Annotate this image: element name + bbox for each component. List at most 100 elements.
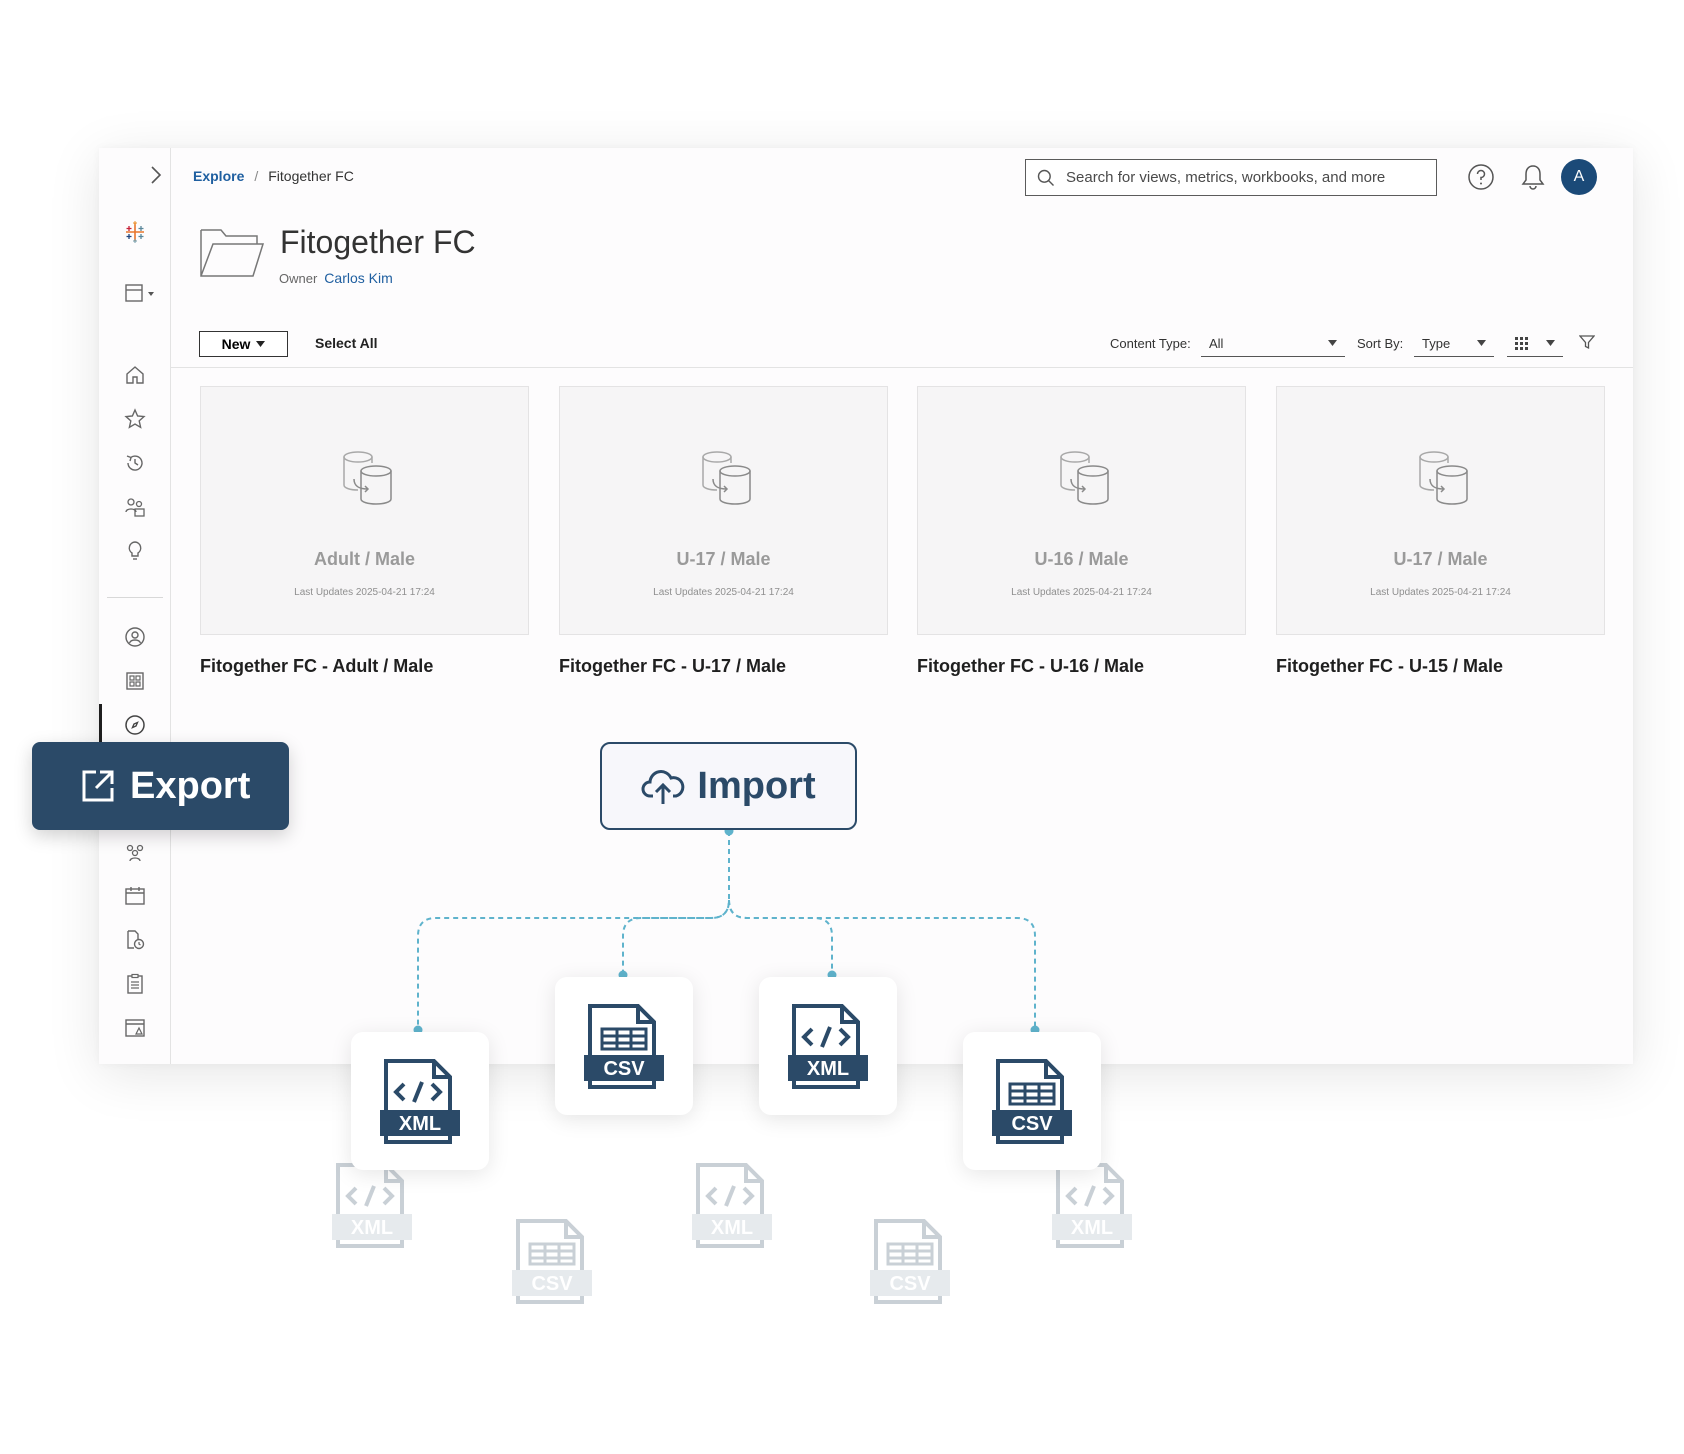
card-title[interactable]: Fitogether FC - U-16 / Male <box>917 656 1145 676</box>
export-button[interactable]: Export <box>32 742 289 830</box>
ghost-file-label: XML <box>1071 1217 1113 1239</box>
csv-file-icon: CSV <box>870 1219 950 1304</box>
explore-icon[interactable] <box>120 710 150 740</box>
card-thumb-meta: Last Updates 2025-04-21 17:24 <box>1370 587 1511 598</box>
sort-by-value: Type <box>1422 335 1451 351</box>
file-card-xml[interactable]: XML <box>351 1032 489 1170</box>
file-type-label: XML <box>399 1113 441 1135</box>
card-thumb-meta: Last Updates 2025-04-21 17:24 <box>653 587 794 598</box>
select-all-button[interactable]: Select All <box>315 335 378 351</box>
recent-icon[interactable] <box>120 448 150 478</box>
avatar[interactable]: A <box>1561 159 1597 195</box>
card-thumb-title: Adult / Male <box>313 549 415 569</box>
file-card-xml[interactable]: XML <box>759 977 897 1115</box>
owner-link[interactable]: Carlos Kim <box>324 270 393 286</box>
card-title[interactable]: Fitogether FC - U-15 / Male <box>1276 656 1504 676</box>
page-title: Fitogether FC <box>280 224 476 260</box>
xml-file-icon: XML <box>380 1059 460 1144</box>
import-label: Import <box>697 764 816 807</box>
export-label: Export <box>130 764 251 807</box>
card-thumb-title: U-17 / Male <box>1393 549 1488 569</box>
toolbar-divider <box>171 367 1633 368</box>
breadcrumb-current: Fitogether FC <box>268 168 354 184</box>
card-thumbnail[interactable]: U-17 / Male Last Updates 2025-04-21 17:2… <box>1276 386 1605 635</box>
home-icon[interactable] <box>120 360 150 390</box>
sidebar-divider <box>107 597 163 598</box>
file-card-csv[interactable]: CSV <box>963 1032 1101 1170</box>
card-thumbnail[interactable]: U-16 / Male Last Updates 2025-04-21 17:2… <box>917 386 1246 635</box>
owner-row: Owner Carlos Kim <box>279 270 393 286</box>
card-thumbnail[interactable]: U-17 / Male Last Updates 2025-04-21 17:2… <box>559 386 888 635</box>
card-thumb-meta: Last Updates 2025-04-21 17:24 <box>1011 587 1152 598</box>
sidebar-active-indicator <box>99 704 102 744</box>
csv-file-icon: CSV <box>584 1004 664 1089</box>
csv-file-icon: CSV <box>512 1219 592 1304</box>
card-thumb-title: U-16 / Male <box>1034 549 1129 569</box>
breadcrumb-explore-link[interactable]: Explore <box>193 168 245 184</box>
caret-down-icon <box>1328 340 1337 346</box>
ghost-file-label: XML <box>351 1217 393 1239</box>
xml-file-icon: XML <box>788 1004 868 1089</box>
ghost-file-label: CSV <box>889 1273 931 1295</box>
ghost-file-label: XML <box>711 1217 753 1239</box>
schedules-icon[interactable] <box>120 881 150 911</box>
ghost-file-label: CSV <box>531 1273 573 1295</box>
caret-down-icon <box>1477 340 1486 346</box>
site-status-icon[interactable] <box>120 1013 150 1043</box>
xml-file-icon: XML <box>692 1163 772 1248</box>
search-icon <box>1037 169 1055 186</box>
recommendations-icon[interactable] <box>120 536 150 566</box>
tasks-icon[interactable] <box>120 969 150 999</box>
new-button[interactable]: New <box>199 331 288 357</box>
card-thumb-title: U-17 / Male <box>676 549 771 569</box>
search-box[interactable] <box>1025 159 1437 196</box>
app-window: Explore / Fitogether FC A Fitogether FC … <box>99 148 1633 1064</box>
card-thumb-meta: Last Updates 2025-04-21 17:24 <box>294 587 435 598</box>
user-icon[interactable] <box>120 622 150 652</box>
card-thumbnail[interactable]: Adult / Male Last Updates 2025-04-21 17:… <box>200 386 529 635</box>
caret-down-icon <box>1546 340 1555 346</box>
file-type-label: XML <box>807 1058 849 1080</box>
bell-icon[interactable] <box>1517 161 1549 193</box>
content-type-value: All <box>1209 335 1224 351</box>
sort-by-dropdown[interactable]: Type <box>1414 330 1494 357</box>
cloud-upload-icon <box>641 770 685 804</box>
groups-icon[interactable] <box>120 837 150 867</box>
folder-icon <box>199 226 265 283</box>
external-link-icon <box>82 770 114 802</box>
expand-chevron-icon[interactable] <box>140 160 170 190</box>
breadcrumb-separator: / <box>254 168 259 184</box>
data-source-icon <box>702 451 751 505</box>
content-type-dropdown[interactable]: All <box>1201 330 1345 357</box>
collections-icon[interactable] <box>120 666 150 696</box>
file-card-csv[interactable]: CSV <box>555 977 693 1115</box>
left-sidebar <box>99 148 171 1064</box>
file-type-label: CSV <box>603 1058 645 1080</box>
shared-icon[interactable] <box>120 492 150 522</box>
new-button-label: New <box>221 336 251 352</box>
import-button[interactable]: Import <box>600 742 857 830</box>
tableau-logo-icon[interactable] <box>120 217 150 247</box>
owner-label: Owner <box>279 271 318 286</box>
card-title[interactable]: Fitogether FC - U-17 / Male <box>559 656 787 676</box>
content-type-label: Content Type: <box>1110 336 1191 351</box>
breadcrumb: Explore / Fitogether FC <box>193 168 354 184</box>
help-icon[interactable] <box>1465 161 1497 193</box>
jobs-icon[interactable] <box>120 925 150 955</box>
data-source-icon <box>1419 451 1468 505</box>
xml-file-icon: XML <box>1052 1163 1132 1248</box>
sort-by-label: Sort By: <box>1357 336 1404 351</box>
data-source-icon <box>343 451 392 505</box>
file-type-label: CSV <box>1011 1113 1053 1135</box>
csv-file-icon: CSV <box>992 1059 1072 1144</box>
data-source-icon <box>1060 451 1109 505</box>
xml-file-icon: XML <box>332 1163 412 1248</box>
star-icon[interactable] <box>120 404 150 434</box>
grid-view-icon <box>1515 336 1528 350</box>
card-title[interactable]: Fitogether FC - Adult / Male <box>200 656 434 676</box>
search-input[interactable] <box>1066 169 1436 186</box>
layout-icon[interactable] <box>120 278 160 308</box>
view-mode-dropdown[interactable] <box>1507 330 1563 357</box>
filter-icon[interactable] <box>1578 334 1596 355</box>
caret-down-icon <box>256 341 266 347</box>
